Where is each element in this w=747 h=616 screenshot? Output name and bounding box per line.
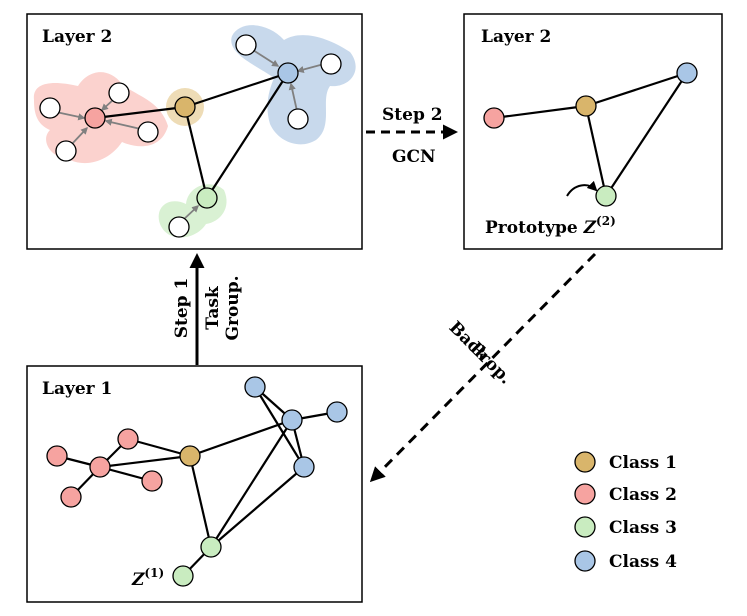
class3-node bbox=[196, 187, 218, 209]
class3-node bbox=[200, 536, 222, 558]
class4-node bbox=[277, 62, 299, 84]
class2-node bbox=[60, 486, 82, 508]
z1-label: Z(1) bbox=[131, 566, 164, 590]
legend-label: Class 4 bbox=[609, 552, 677, 572]
class1-node bbox=[575, 95, 597, 117]
backprop-line2: Prop. bbox=[465, 338, 515, 388]
step1-label: Step 1 bbox=[172, 278, 192, 339]
panel-layer1: Layer 1 bbox=[26, 365, 363, 603]
class1-node bbox=[174, 96, 196, 118]
unlabeled-node bbox=[137, 121, 159, 143]
panel-title: Layer 2 bbox=[42, 27, 112, 47]
backprop-arrow-group: Back Prop. bbox=[369, 252, 597, 483]
class2-node bbox=[141, 470, 163, 492]
layer1-nodes bbox=[46, 376, 348, 587]
panel-frame bbox=[463, 13, 723, 250]
unlabeled-node bbox=[108, 82, 130, 104]
class2-node bbox=[483, 107, 505, 129]
unlabeled-node bbox=[287, 108, 309, 130]
panel-title: Layer 2 bbox=[481, 27, 551, 47]
unlabeled-node bbox=[168, 216, 190, 238]
class3-node bbox=[595, 185, 617, 207]
prototype-pointer-arrow bbox=[566, 180, 598, 197]
step1-method-line2: Group. bbox=[223, 276, 243, 341]
class2-node bbox=[84, 107, 106, 129]
layer2-grouped-nodes bbox=[39, 34, 342, 238]
legend-swatch-class3 bbox=[574, 516, 596, 538]
class1-node bbox=[179, 445, 201, 467]
class-edges bbox=[94, 71, 289, 199]
panel-frame bbox=[26, 365, 363, 603]
legend-label: Class 1 bbox=[609, 453, 677, 473]
class4-node bbox=[293, 456, 315, 478]
prototype-edges bbox=[493, 71, 688, 197]
prototype-nodes bbox=[483, 62, 698, 207]
legend-swatch-class4 bbox=[574, 550, 596, 572]
legend-item: Class 4 bbox=[574, 550, 677, 572]
panel-layer2-prototypes: Layer 2 Prototype Z(2) bbox=[463, 13, 723, 250]
class4-node bbox=[244, 376, 266, 398]
step2-arrow-group: Step 2 GCN bbox=[366, 105, 458, 167]
legend-label: Class 3 bbox=[609, 518, 677, 538]
legend-item: Class 3 bbox=[574, 516, 677, 538]
legend-swatch-class2 bbox=[574, 483, 596, 505]
legend-swatch-class1 bbox=[574, 451, 596, 473]
legend-label: Class 2 bbox=[609, 485, 677, 505]
unlabeled-node bbox=[235, 34, 257, 56]
class2-node bbox=[89, 456, 111, 478]
legend-item: Class 2 bbox=[574, 483, 677, 505]
step2-label: Step 2 bbox=[382, 105, 443, 125]
panel-title: Layer 1 bbox=[42, 379, 112, 399]
class2-node bbox=[46, 445, 68, 467]
class4-node bbox=[676, 62, 698, 84]
panel-layer2-grouped: Layer 2 bbox=[26, 13, 363, 250]
unlabeled-node bbox=[320, 53, 342, 75]
step2-method: GCN bbox=[392, 147, 436, 167]
class2-node bbox=[117, 428, 139, 450]
prototype-label: Prototype Z(2) bbox=[485, 214, 616, 238]
legend: Class 1 Class 2 Class 3 Class 4 bbox=[574, 451, 677, 572]
step1-arrow-group: Step 1 Task Group. bbox=[172, 253, 243, 365]
legend-item: Class 1 bbox=[574, 451, 677, 473]
step1-method-line1: Task bbox=[203, 285, 223, 330]
class4-node bbox=[326, 401, 348, 423]
backprop-arrow bbox=[369, 252, 597, 483]
unlabeled-node bbox=[39, 97, 61, 119]
class4-node bbox=[281, 409, 303, 431]
unlabeled-node bbox=[55, 140, 77, 162]
class3-node bbox=[172, 565, 194, 587]
